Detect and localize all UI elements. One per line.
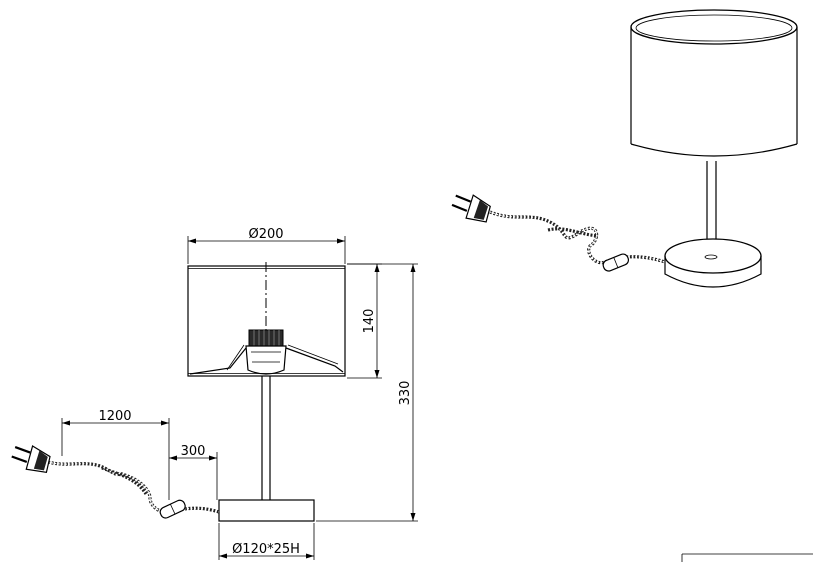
- power-cord-front: [47, 460, 220, 514]
- power-cord-perspective: [489, 210, 666, 265]
- dimension-shade-diameter: Ø200: [187, 227, 346, 264]
- total-height-label: 330: [398, 381, 413, 406]
- lamp-base-perspective: [664, 238, 762, 288]
- dimension-total-height: 330: [316, 263, 418, 522]
- lamp-socket: [189, 329, 344, 375]
- dimension-shade-height: 140: [347, 263, 382, 379]
- cord-switch-perspective: [602, 253, 630, 272]
- shade-diameter-label: Ø200: [248, 227, 283, 242]
- perspective-view: [451, 9, 798, 288]
- title-block-border: [681, 553, 813, 562]
- lamp-stem-front: [261, 376, 271, 500]
- dimension-base-size: Ø120*25H: [218, 523, 315, 560]
- dimension-cable-length: 1200: [61, 409, 170, 500]
- cord-switch-front: [159, 499, 186, 519]
- cable-length-label: 1200: [98, 409, 131, 424]
- lamp-shade-perspective: [630, 9, 798, 157]
- shade-height-label: 140: [362, 309, 377, 334]
- switch-distance-label: 300: [181, 444, 206, 459]
- lamp-base-front: [218, 499, 315, 522]
- lamp-shade-front: [187, 262, 346, 377]
- plug-perspective-icon: [451, 194, 491, 223]
- front-view: Ø200 140 330 1200: [11, 227, 418, 560]
- plug-icon: [11, 445, 51, 473]
- base-size-label: Ø120*25H: [232, 542, 300, 557]
- dimension-switch-distance: 300: [169, 444, 218, 500]
